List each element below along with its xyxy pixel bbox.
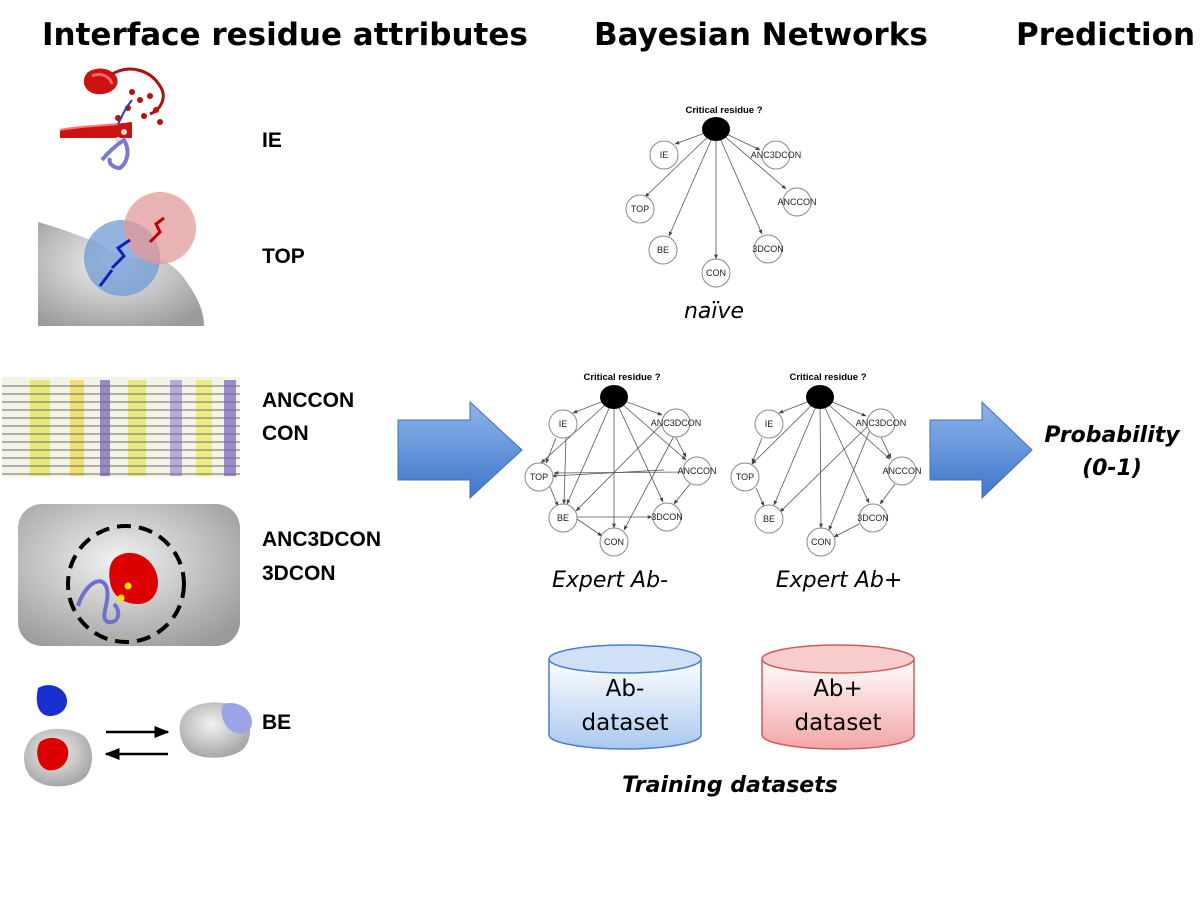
svg-text:ANCCON: ANCCON bbox=[882, 466, 921, 476]
expert-plus-edges bbox=[751, 396, 896, 538]
svg-text:3DCON: 3DCON bbox=[857, 513, 889, 523]
dataset-plus-line1: Ab+ bbox=[813, 676, 863, 702]
dataset-plus-cylinder: Ab+ dataset bbox=[761, 644, 915, 750]
attribute-be: BE bbox=[262, 711, 291, 734]
svg-text:CON: CON bbox=[604, 537, 624, 547]
svg-text:3DCON: 3DCON bbox=[651, 512, 683, 522]
prediction-range-label: (0-1) bbox=[1082, 456, 1142, 481]
expert-minus-edges bbox=[540, 396, 691, 537]
naive-root-label: Critical residue ? bbox=[685, 105, 762, 116]
attribute-anccon: ANCCON bbox=[262, 389, 354, 412]
expert-plus-node-ie bbox=[754, 409, 784, 439]
attribute-top: TOP bbox=[262, 245, 305, 268]
naive-caption: naïve bbox=[684, 299, 744, 324]
svg-text:BE: BE bbox=[763, 514, 775, 524]
expert-minus-node-anc3dcon bbox=[661, 408, 691, 438]
svg-text:TOP: TOP bbox=[530, 472, 548, 482]
header-attributes: Interface residue attributes bbox=[42, 17, 528, 53]
svg-text:IE: IE bbox=[559, 419, 568, 429]
naive-edges bbox=[644, 128, 787, 260]
expert-minus-node-top bbox=[524, 462, 554, 492]
expert-minus-node-con bbox=[599, 527, 629, 557]
naive-node-ie bbox=[649, 140, 679, 170]
expert-minus-network: Critical residue ? IE TOP BE CON 3DCON A… bbox=[524, 372, 717, 557]
naive-network: Critical residue ? IE TOP BE CON 3DCON A… bbox=[625, 105, 817, 288]
naive-node-be bbox=[648, 235, 678, 265]
3d-conservation-image bbox=[18, 504, 240, 646]
expert-minus-node-anccon bbox=[682, 456, 712, 486]
expert-minus-node-be bbox=[548, 503, 578, 533]
flow-arrow-to-prediction bbox=[929, 400, 1033, 500]
expert-plus-node-anc3dcon bbox=[866, 408, 896, 438]
svg-text:CON: CON bbox=[706, 268, 726, 278]
expert-minus-root-node bbox=[600, 385, 628, 409]
naive-node-3dcon bbox=[753, 234, 783, 264]
svg-text:BE: BE bbox=[657, 245, 669, 255]
svg-text:BE: BE bbox=[557, 513, 569, 523]
top-surface-image bbox=[38, 192, 204, 326]
attribute-ie: IE bbox=[262, 129, 282, 152]
expert-plus-node-3dcon bbox=[858, 503, 888, 533]
naive-node-anccon bbox=[782, 187, 812, 217]
svg-text:IE: IE bbox=[660, 150, 669, 160]
training-datasets-caption: Training datasets bbox=[622, 773, 838, 798]
dataset-plus-line2: dataset bbox=[795, 710, 882, 736]
dataset-minus-line2: dataset bbox=[582, 710, 669, 736]
attribute-con: CON bbox=[262, 422, 309, 445]
naive-node-anc3dcon bbox=[761, 140, 791, 170]
binding-energy-image bbox=[24, 685, 252, 787]
prediction-probability-label: Probability bbox=[1044, 423, 1181, 448]
ie-structure-image bbox=[59, 67, 165, 171]
svg-text:ANC3DCON: ANC3DCON bbox=[651, 418, 702, 428]
naive-node-top bbox=[625, 194, 655, 224]
dataset-minus-cylinder: Ab- dataset bbox=[548, 644, 702, 750]
flow-arrow-to-networks bbox=[397, 400, 523, 500]
expert-plus-node-be bbox=[754, 504, 784, 534]
svg-text:3DCON: 3DCON bbox=[752, 244, 784, 254]
header-prediction: Prediction bbox=[1016, 17, 1195, 53]
svg-text:IE: IE bbox=[765, 419, 774, 429]
expert-plus-root-label: Critical residue ? bbox=[789, 372, 866, 383]
header-networks: Bayesian Networks bbox=[594, 17, 928, 53]
expert-plus-network: Critical residue ? IE TOP BE CON 3DCON A… bbox=[730, 372, 922, 557]
alignment-image bbox=[2, 377, 240, 477]
expert-minus-caption: Expert Ab- bbox=[552, 568, 668, 593]
expert-minus-root-label: Critical residue ? bbox=[583, 372, 660, 383]
naive-node-con bbox=[701, 258, 731, 288]
expert-plus-node-anccon bbox=[887, 456, 917, 486]
expert-plus-node-con bbox=[806, 527, 836, 557]
svg-text:ANCCON: ANCCON bbox=[777, 197, 816, 207]
svg-text:TOP: TOP bbox=[736, 472, 754, 482]
attribute-3dcon: 3DCON bbox=[262, 562, 336, 585]
svg-text:ANCCON: ANCCON bbox=[677, 466, 716, 476]
svg-text:ANC3DCON: ANC3DCON bbox=[751, 150, 802, 160]
expert-minus-node-ie bbox=[548, 409, 578, 439]
svg-text:CON: CON bbox=[811, 537, 831, 547]
expert-plus-caption: Expert Ab+ bbox=[776, 568, 903, 593]
naive-root-node bbox=[702, 117, 730, 141]
dataset-minus-line1: Ab- bbox=[606, 676, 645, 702]
svg-text:TOP: TOP bbox=[631, 204, 649, 214]
svg-text:ANC3DCON: ANC3DCON bbox=[856, 418, 907, 428]
attribute-anc3dcon: ANC3DCON bbox=[262, 528, 381, 551]
expert-minus-node-3dcon bbox=[652, 502, 682, 532]
expert-plus-node-top bbox=[730, 462, 760, 492]
expert-plus-root-node bbox=[806, 385, 834, 409]
